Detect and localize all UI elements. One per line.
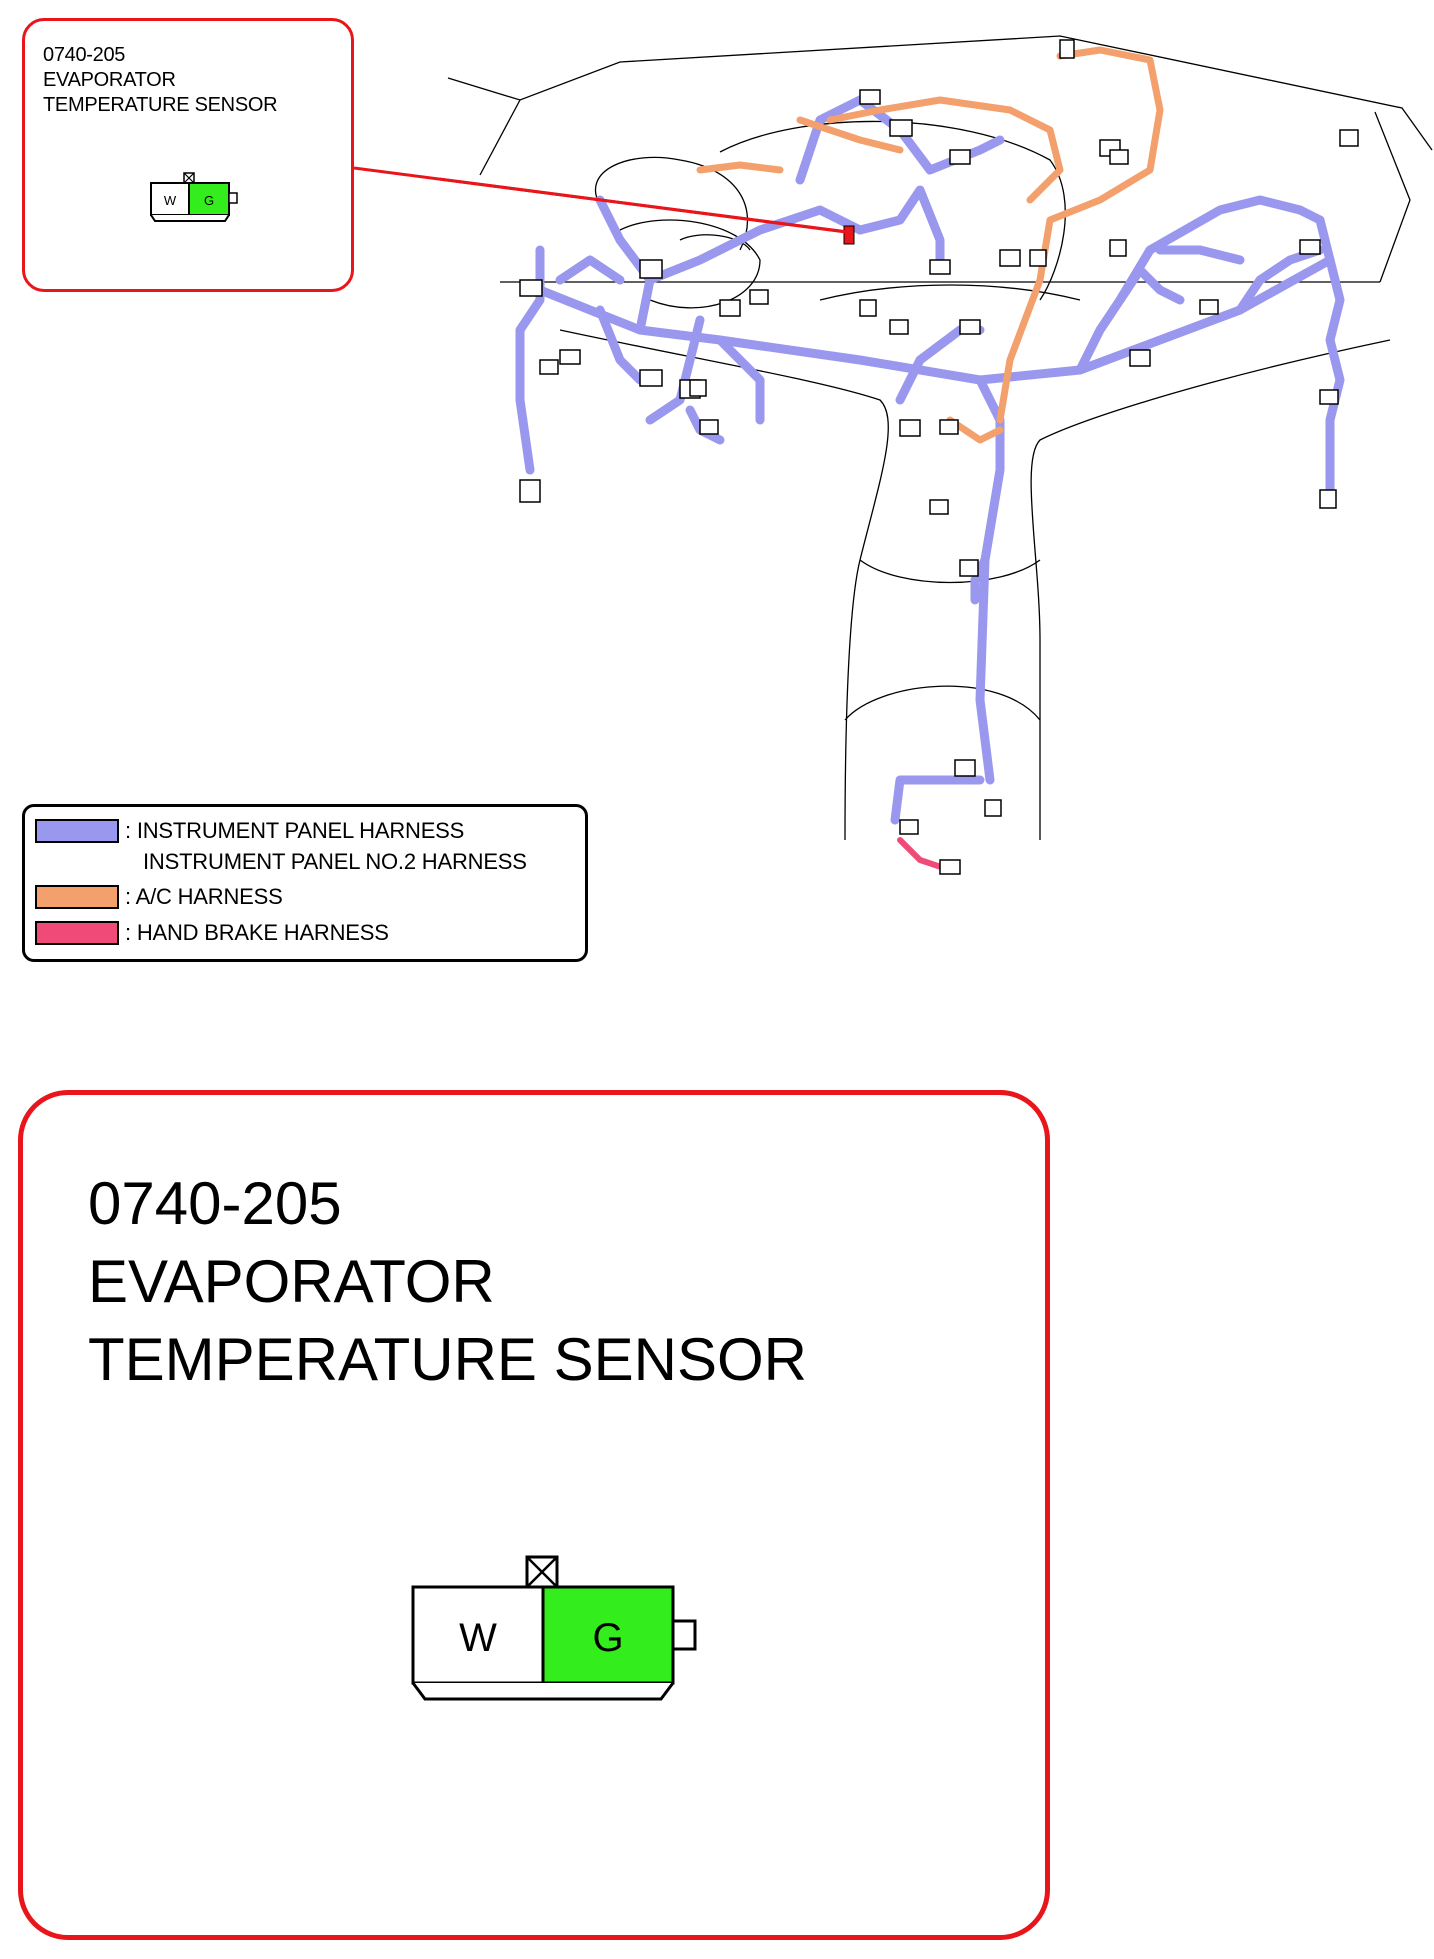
large-connector-face: W G bbox=[411, 1555, 697, 1701]
large-connector-code: 0740-205 bbox=[88, 1170, 342, 1237]
legend-item-ac: : A/C HARNESS bbox=[35, 883, 283, 911]
connector-symbols bbox=[519, 39, 1359, 875]
large-pin-w: W bbox=[459, 1616, 497, 1660]
dashboard-outline bbox=[447, 35, 1433, 841]
legend-item-hand-brake: : HAND BRAKE HARNESS bbox=[35, 919, 389, 947]
large-pin-g: G bbox=[592, 1616, 623, 1660]
ac-harness-lines bbox=[696, 46, 1164, 444]
legend-label-hand-brake: : HAND BRAKE HARNESS bbox=[125, 920, 389, 945]
small-connector-name-line2: TEMPERATURE SENSOR bbox=[43, 94, 278, 116]
large-callout: 0740-205 EVAPORATOR TEMPERATURE SENSOR W… bbox=[18, 1090, 1050, 1940]
highlighted-connector-location bbox=[843, 225, 855, 245]
legend-swatch-instrument-panel bbox=[35, 819, 119, 843]
small-connector-code: 0740-205 bbox=[43, 44, 126, 66]
small-connector-face: W G bbox=[150, 172, 238, 222]
small-pin-g: G bbox=[204, 193, 214, 208]
small-connector-name-line1: EVAPORATOR bbox=[43, 69, 176, 91]
legend-label-instrument-panel-no2: INSTRUMENT PANEL NO.2 HARNESS bbox=[143, 849, 527, 874]
large-callout-text: 0740-205 EVAPORATOR TEMPERATURE SENSOR bbox=[88, 1165, 807, 1399]
large-connector-name-line1: EVAPORATOR bbox=[88, 1248, 495, 1315]
legend-swatch-hand-brake bbox=[35, 921, 119, 945]
legend-item-instrument-panel: : INSTRUMENT PANEL HARNESS bbox=[35, 817, 464, 845]
large-connector-name-line2: TEMPERATURE SENSOR bbox=[88, 1326, 807, 1393]
harness-legend: : INSTRUMENT PANEL HARNESS INSTRUMENT PA… bbox=[22, 804, 588, 962]
small-callout: 0740-205 EVAPORATOR TEMPERATURE SENSOR W… bbox=[22, 18, 354, 292]
small-callout-text: 0740-205 EVAPORATOR TEMPERATURE SENSOR bbox=[43, 43, 278, 118]
legend-swatch-ac bbox=[35, 885, 119, 909]
harness-diagram bbox=[440, 35, 1433, 875]
instrument-panel-harness-lines bbox=[515, 95, 1345, 825]
legend-label-instrument-panel: : INSTRUMENT PANEL HARNESS bbox=[125, 818, 465, 843]
legend-label-ac: : A/C HARNESS bbox=[125, 884, 283, 909]
small-pin-w: W bbox=[164, 193, 177, 208]
